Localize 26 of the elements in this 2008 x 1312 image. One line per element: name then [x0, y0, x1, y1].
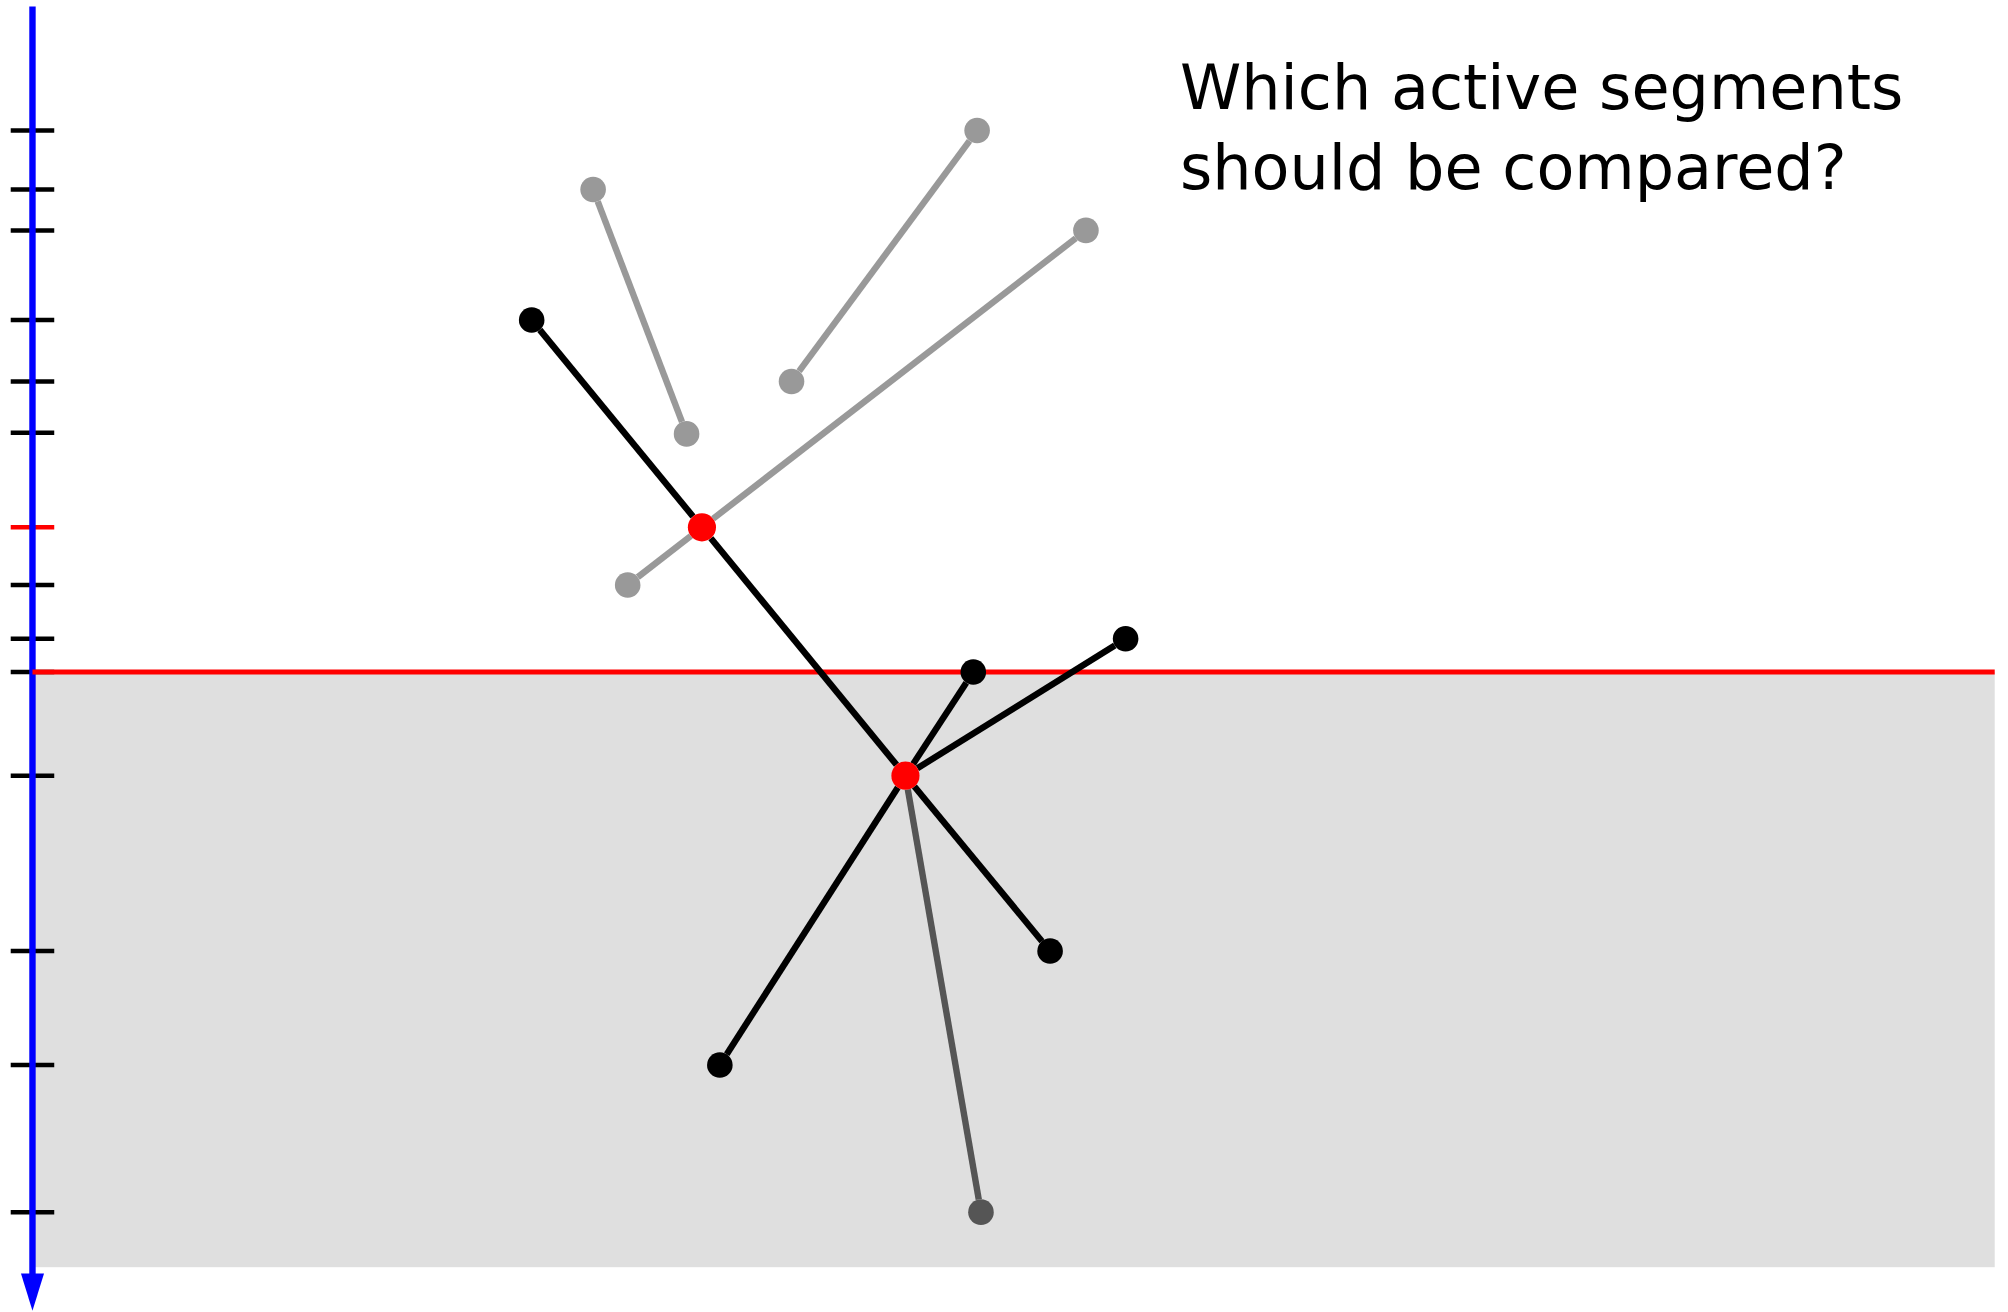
- line-segment: [904, 789, 982, 1201]
- endpoint-dot: [960, 659, 987, 685]
- line-segment: [594, 200, 685, 424]
- endpoint-dot: [673, 421, 700, 447]
- line-segment: [911, 784, 1045, 944]
- endpoint-dot: [968, 1199, 994, 1225]
- endpoint-dot: [707, 1052, 733, 1078]
- line-segment: [537, 327, 696, 519]
- endpoint-dot: [1073, 217, 1099, 244]
- endpoint-dot: [1112, 625, 1139, 652]
- intersection-dot: [687, 513, 716, 542]
- line-segment: [711, 235, 1078, 522]
- line-segment: [915, 642, 1117, 771]
- endpoint-dot: [580, 176, 606, 203]
- line-segment: [635, 533, 693, 580]
- line-segment: [708, 536, 899, 767]
- line-segment: [910, 680, 969, 766]
- line-segment: [796, 138, 973, 374]
- question-text: Which active segments should be compared?: [1180, 50, 1905, 206]
- endpoint-dot: [614, 572, 641, 598]
- intersection-dot: [891, 761, 920, 790]
- line-segment: [724, 785, 901, 1056]
- endpoint-dot: [518, 307, 545, 333]
- endpoint-dot: [964, 117, 990, 144]
- endpoint-dot: [1037, 938, 1063, 964]
- endpoint-dot: [778, 368, 805, 395]
